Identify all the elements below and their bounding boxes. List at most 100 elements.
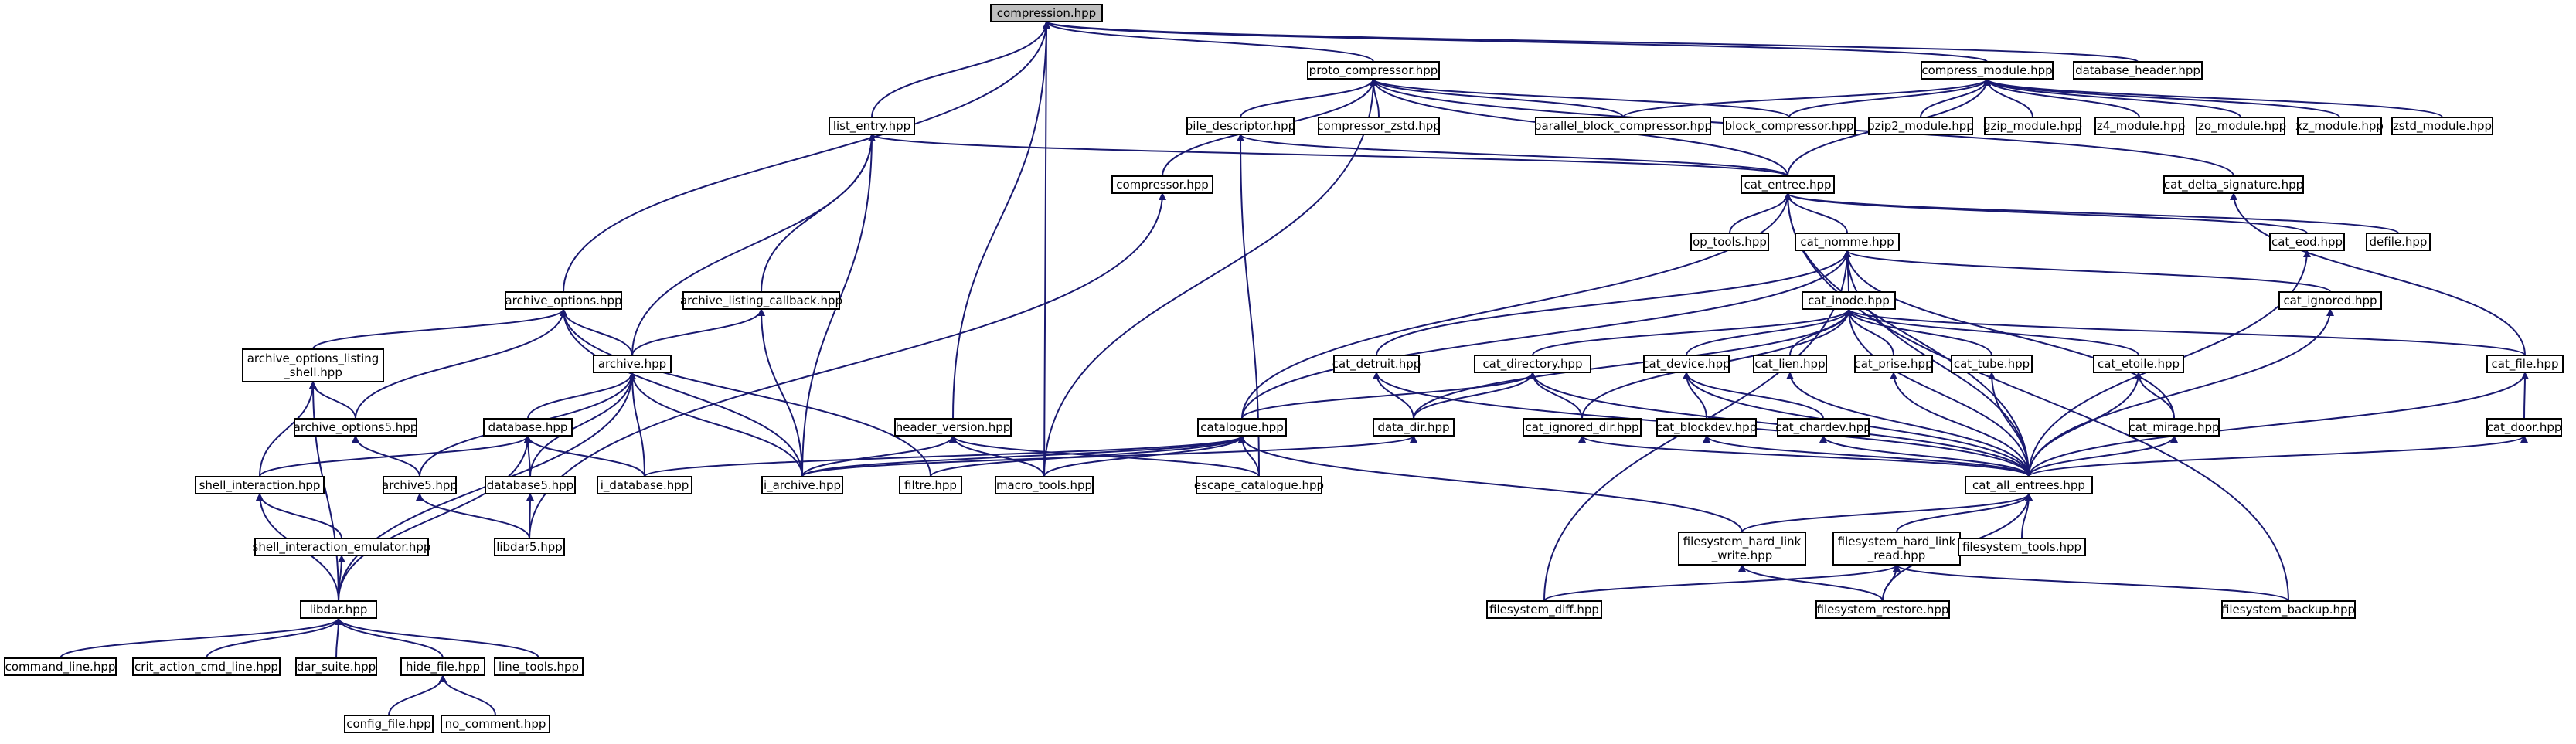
node-filesystem-hard-link-write[interactable]: filesystem_hard_link_write.hpp: [1678, 532, 1806, 566]
edge-archive-to-archive-options: [560, 308, 633, 356]
node-filesystem-restore[interactable]: filesystem_restore.hpp: [1815, 600, 1950, 619]
node-box: [1984, 117, 2081, 135]
node-cat-detruit[interactable]: cat_detruit.hpp: [1332, 355, 1421, 373]
node-filesystem-diff[interactable]: filesystem_diff.hpp: [1486, 600, 1602, 619]
node-filtre[interactable]: filtre.hpp: [899, 476, 962, 494]
node-cat-inode[interactable]: cat_inode.hpp: [1802, 291, 1896, 310]
node-archive-options5[interactable]: archive_options5.hpp: [294, 418, 418, 437]
node-cat-nomme[interactable]: cat_nomme.hpp: [1795, 233, 1900, 251]
node-list-entry[interactable]: list_entry.hpp: [829, 117, 915, 135]
node-box: [2221, 600, 2356, 619]
node-libdar5[interactable]: libdar5.hpp: [494, 538, 565, 556]
node-box: [2366, 233, 2431, 251]
node-cat-file[interactable]: cat_file.hpp: [2486, 355, 2564, 373]
node-line-tools[interactable]: line_tools.hpp: [494, 657, 584, 676]
node-label: cat_entree.hpp: [1744, 178, 1831, 192]
node-i-database[interactable]: i_database.hpp: [597, 476, 692, 494]
node-cat-blockdev[interactable]: cat_blockdev.hpp: [1656, 418, 1757, 437]
node-macro-tools[interactable]: macro_tools.hpp: [995, 476, 1094, 494]
node-label: cat_all_entrees.hpp: [1972, 478, 2085, 493]
node-cat-ignored[interactable]: cat_ignored.hpp: [2278, 291, 2382, 310]
node-crit-action-cmd-line[interactable]: crit_action_cmd_line.hpp: [132, 657, 281, 676]
node-archive-options-listing-shell[interactable]: archive_options_listing_shell.hpp: [242, 348, 384, 382]
node-lz4-module[interactable]: lz4_module.hpp: [2094, 117, 2186, 135]
node-defile[interactable]: defile.hpp: [2366, 233, 2431, 251]
edge-list-entry-to-compression: [871, 21, 1050, 118]
node-hide-file[interactable]: hide_file.hpp: [400, 657, 485, 676]
edge-libdar5-to-compressor: [529, 192, 1166, 539]
edge-dar-suite-to-libdar: [334, 617, 342, 659]
node-label: database_header.hpp: [2075, 63, 2200, 78]
edge-filesystem-hard-link-read-to-cat-all-entrees: [1896, 493, 2033, 533]
node-cat-ignored-dir[interactable]: cat_ignored_dir.hpp: [1523, 418, 1642, 437]
node-database-header[interactable]: database_header.hpp: [2073, 61, 2203, 80]
node-config-file[interactable]: config_file.hpp: [344, 715, 434, 733]
node-cat-lien[interactable]: cat_lien.hpp: [1753, 355, 1827, 373]
node-pile-descriptor[interactable]: pile_descriptor.hpp: [1186, 117, 1295, 135]
node-database[interactable]: database.hpp: [483, 418, 573, 437]
node-cat-all-entrees[interactable]: cat_all_entrees.hpp: [1965, 476, 2093, 494]
edge-archive-options-to-compression: [563, 21, 1050, 293]
node-archive-listing-callback[interactable]: archive_listing_callback.hpp: [680, 291, 842, 310]
node-label: proto_compressor.hpp: [1309, 63, 1438, 78]
node-cat-chardev[interactable]: cat_chardev.hpp: [1775, 418, 1871, 437]
node-cat-eod[interactable]: cat_eod.hpp: [2269, 233, 2345, 251]
edge-op-tools-to-cat-entree: [1729, 192, 1792, 234]
edge-cat-etoile-to-cat-inode: [1845, 308, 2139, 356]
node-escape-catalogue[interactable]: escape_catalogue.hpp: [1194, 476, 1324, 494]
node-proto-compressor[interactable]: proto_compressor.hpp: [1307, 61, 1440, 80]
node-cat-directory[interactable]: cat_directory.hpp: [1474, 355, 1591, 373]
node-box: [1678, 532, 1806, 566]
node-xz-module[interactable]: xz_module.hpp: [2295, 117, 2384, 135]
node-block-compressor[interactable]: block_compressor.hpp: [1723, 117, 1856, 135]
node-libdar[interactable]: libdar.hpp: [300, 600, 377, 619]
node-parallel-block-compressor[interactable]: parallel_block_compressor.hpp: [1534, 117, 1712, 135]
node-cat-mirage[interactable]: cat_mirage.hpp: [2129, 418, 2220, 437]
node-shell-interaction[interactable]: shell_interaction.hpp: [195, 476, 325, 494]
node-gzip-module[interactable]: gzip_module.hpp: [1983, 117, 2082, 135]
node-cat-entree[interactable]: cat_entree.hpp: [1741, 175, 1835, 194]
edge-cat-tube-to-cat-inode: [1845, 308, 1992, 356]
node-filesystem-tools[interactable]: filesystem_tools.hpp: [1958, 538, 2086, 556]
edge-cat-file-to-cat-delta-signature: [2230, 192, 2526, 356]
node-label: cat_ignored_dir.hpp: [1525, 420, 1638, 435]
edge-command-line-to-libdar: [60, 617, 342, 659]
node-cat-delta-signature[interactable]: cat_delta_signature.hpp: [2163, 175, 2304, 194]
node-compressor[interactable]: compressor.hpp: [1111, 175, 1213, 194]
node-bzip2-module[interactable]: bzip2_module.hpp: [1867, 117, 1974, 135]
edge-archive-options5-to-archive-options: [355, 308, 567, 420]
node-database5[interactable]: database5.hpp: [485, 476, 576, 494]
node-lzo-module[interactable]: lzo_module.hpp: [2195, 117, 2286, 135]
edge-defile-to-cat-entree: [1784, 192, 2399, 234]
node-header-version[interactable]: header_version.hpp: [894, 418, 1012, 437]
node-archive5[interactable]: archive5.hpp: [382, 476, 458, 494]
node-archive-options[interactable]: archive_options.hpp: [505, 291, 622, 310]
node-cat-door[interactable]: cat_door.hpp: [2486, 418, 2562, 437]
node-no-comment[interactable]: no_comment.hpp: [441, 715, 550, 733]
node-catalogue[interactable]: catalogue.hpp: [1197, 418, 1287, 437]
node-filesystem-backup[interactable]: filesystem_backup.hpp: [2221, 600, 2356, 619]
node-compressor-zstd[interactable]: compressor_zstd.hpp: [1317, 117, 1441, 135]
node-compress-module[interactable]: compress_module.hpp: [1921, 61, 2054, 80]
edge-hide-file-to-libdar: [335, 617, 444, 659]
node-dar-suite[interactable]: dar_suite.hpp: [295, 657, 377, 676]
node-cat-tube[interactable]: cat_tube.hpp: [1951, 355, 2033, 373]
node-data-dir[interactable]: data_dir.hpp: [1373, 418, 1455, 437]
node-archive[interactable]: archive.hpp: [593, 355, 672, 373]
node-op-tools[interactable]: op_tools.hpp: [1690, 233, 1769, 251]
node-shell-interaction-emulator[interactable]: shell_interaction_emulator.hpp: [253, 538, 431, 556]
edge-cat-eod-to-cat-entree: [1784, 192, 2308, 234]
node-cat-etoile[interactable]: cat_etoile.hpp: [2093, 355, 2184, 373]
node-filesystem-hard-link-read[interactable]: filesystem_hard_link_read.hpp: [1832, 532, 1961, 566]
edge-parallel-block-compressor-to-proto-compressor: [1370, 78, 1624, 118]
node-command-line[interactable]: command_line.hpp: [4, 657, 117, 676]
node-box: [1723, 117, 1856, 135]
node-label: config_file.hpp: [346, 717, 431, 732]
node-zstd-module[interactable]: zstd_module.hpp: [2391, 117, 2493, 135]
node-cat-device[interactable]: cat_device.hpp: [1642, 355, 1730, 373]
node-label: zstd_module.hpp: [2393, 119, 2492, 134]
node-cat-prise[interactable]: cat_prise.hpp: [1854, 355, 1933, 373]
edge-parallel-block-compressor-to-compress-module: [1622, 78, 1991, 118]
edge-macro-tools-to-catalogue: [1043, 435, 1246, 477]
node-i-archive[interactable]: i_archive.hpp: [761, 476, 843, 494]
